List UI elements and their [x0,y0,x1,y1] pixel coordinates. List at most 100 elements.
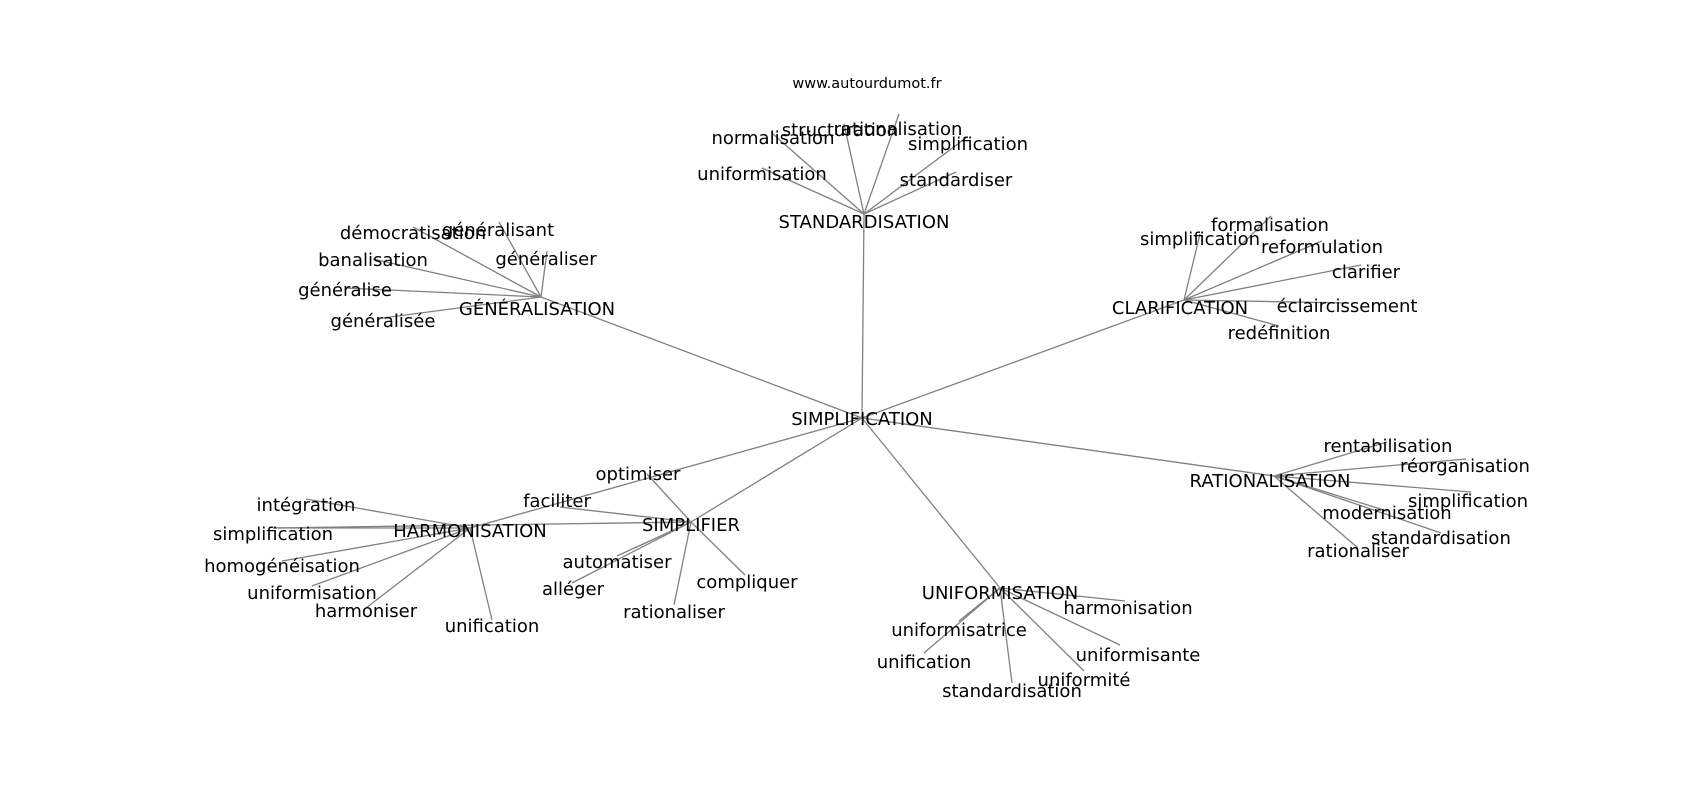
leaf-label-standardisation-1: structuration [782,120,899,141]
leaf-label-rationalisation-3: modernisation [1322,503,1451,524]
hub-label-standardisation: STANDARDISATION [779,212,950,233]
leaf-label-generalisation-0: démocratisation [340,223,486,244]
leaf-label-generalisation-1: généralisant [442,220,554,241]
edge-simplifier-leaf-3 [571,521,692,584]
leaf-label-standardisation-4: uniformisation [697,164,827,185]
edge-center-uniformisation [861,417,1001,589]
leaf-label-harmonisation-4: harmoniser [315,601,418,622]
edge-center-standardisation [861,213,865,419]
edge-standardisation-leaf-4 [761,167,865,215]
leaf-label-rationalisation-5: rationaliser [1307,541,1409,562]
leaf-label-harmonisation-5: unification [445,616,540,637]
hub-label-rationalisation: RATIONALISATION [1190,471,1351,492]
edge-center-clarification [861,299,1185,419]
edge-harmonisation-leaf-0 [305,498,471,529]
leaf-label-generalisation-2: généraliser [495,249,597,270]
leaf-label-uniformisation-2: unification [877,652,972,673]
edge-rationalisation-leaf-0 [1273,441,1388,477]
hub-label-generalisation: GÉNÉRALISATION [459,298,615,320]
graph-labels: www.autourdumot.fr normalisationstructur… [204,76,1530,702]
leaf-label-uniformisation-5: standardisation [942,681,1082,702]
leaf-label-generalisation-5: généralisée [331,311,436,332]
leaf-label-uniformisation-1: uniformisatrice [891,620,1027,641]
leaf-label-simplifier-1: faciliter [523,491,591,512]
edge-standardisation-leaf-5 [863,171,957,215]
edge-rationalisation-leaf-4 [1273,475,1442,534]
edge-generalisation-leaf-3 [372,258,542,298]
edge-uniformisation-leaf-4 [999,587,1085,672]
edge-harmonisation-leaf-4 [365,527,471,609]
edge-generalisation-leaf-4 [344,287,542,298]
edge-center-rationalisation [861,417,1275,477]
leaf-label-simplifier-5: rationaliser [623,602,725,623]
edge-center-harmonisation [469,417,863,529]
edge-standardisation-leaf-3 [863,137,967,215]
leaf-label-rationalisation-4: standardisation [1371,528,1511,549]
leaf-label-rationalisation-1: réorganisation [1400,456,1530,477]
leaf-label-standardisation-3: simplification [908,134,1028,155]
edge-generalisation-leaf-0 [412,226,542,298]
leaf-label-clarification-1: simplification [1140,229,1260,250]
leaf-label-clarification-5: redéfinition [1228,323,1331,344]
edge-generalisation-leaf-2 [540,250,548,298]
edge-rationalisation-leaf-5 [1273,475,1359,549]
leaf-label-standardisation-5: standardiser [900,170,1013,191]
leaf-label-clarification-0: formalisation [1211,215,1329,236]
leaf-label-clarification-4: éclaircissement [1277,296,1418,317]
edge-uniformisation-leaf-3 [999,587,1121,646]
graph-edges [272,113,1472,684]
edge-rationalisation-leaf-2 [1273,475,1472,493]
leaf-label-uniformisation-3: uniformisante [1076,645,1201,666]
leaf-label-rationalisation-2: simplification [1408,491,1528,512]
edge-clarification-leaf-2 [1183,240,1323,301]
source-label: www.autourdumot.fr [792,76,941,92]
leaf-label-simplifier-4: compliquer [696,572,798,593]
leaf-label-harmonisation-2: homogénéisation [204,556,360,577]
cross-edge-0 [272,521,692,529]
edge-simplifier-leaf-4 [690,521,746,576]
leaf-label-simplifier-0: optimiser [596,464,681,485]
leaf-label-harmonisation-3: uniformisation [247,583,377,604]
center-word-label: SIMPLIFICATION [791,409,933,430]
hub-label-simplifier: SIMPLIFIER [642,515,740,536]
leaf-label-harmonisation-1: simplification [213,524,333,545]
edge-center-simplifier [690,417,863,523]
edge-clarification-leaf-3 [1183,264,1362,301]
hub-label-clarification: CLARIFICATION [1112,298,1248,319]
leaf-label-simplifier-3: alléger [542,579,605,600]
edge-clarification-leaf-0 [1183,215,1272,301]
leaf-label-uniformisation-4: uniformité [1038,670,1131,691]
leaf-label-generalisation-4: généralise [298,280,392,301]
edge-harmonisation-leaf-3 [311,527,471,587]
edge-simplifier-leaf-5 [673,521,692,606]
edge-harmonisation-leaf-5 [469,527,493,621]
edge-generalisation-leaf-1 [498,221,542,298]
leaf-label-uniformisation-0: harmonisation [1063,598,1192,619]
leaf-label-standardisation-2: rationalisation [834,119,963,140]
leaf-label-rationalisation-0: rentabilisation [1324,436,1453,457]
edge-clarification-leaf-5 [1183,299,1280,327]
edge-generalisation-leaf-5 [382,296,542,319]
edge-simplifier-leaf-1 [559,506,692,523]
edge-standardisation-leaf-2 [863,113,900,215]
edge-uniformisation-leaf-0 [999,587,1126,602]
hub-label-uniformisation: UNIFORMISATION [922,583,1078,604]
edge-simplifier-leaf-0 [646,473,692,523]
leaf-label-clarification-3: clarifier [1332,262,1401,283]
leaf-label-clarification-2: reformulation [1261,237,1383,258]
leaf-label-standardisation-0: normalisation [712,128,835,149]
leaf-label-simplifier-2: automatiser [563,552,673,573]
edge-harmonisation-leaf-2 [281,527,471,562]
edge-clarification-leaf-1 [1183,233,1201,301]
edge-standardisation-leaf-0 [772,133,865,215]
edge-clarification-leaf-4 [1183,299,1350,304]
edge-standardisation-leaf-1 [843,123,865,215]
leaf-label-harmonisation-0: intégration [257,495,356,516]
edge-center-generalisation [540,296,863,419]
hub-label-harmonisation: HARMONISATION [393,521,546,542]
edge-uniformisation-leaf-2 [923,587,1001,654]
edge-uniformisation-leaf-5 [999,587,1013,684]
leaf-label-generalisation-3: banalisation [318,250,428,271]
edge-rationalisation-leaf-1 [1273,458,1467,477]
